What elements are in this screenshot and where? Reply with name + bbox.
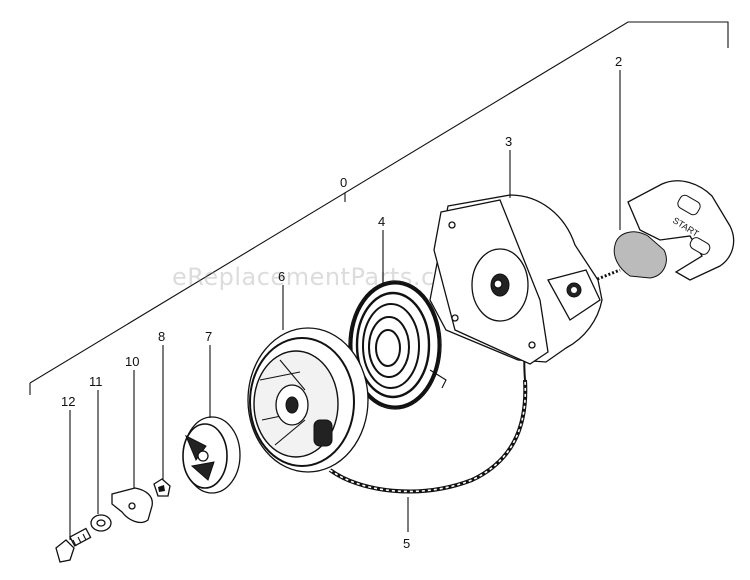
watermark-text: eReplacementParts.com bbox=[172, 263, 474, 291]
callout-12: 12 bbox=[61, 394, 75, 409]
spring-clip-part bbox=[111, 487, 153, 524]
callout-6: 6 bbox=[278, 269, 285, 284]
callout-8: 8 bbox=[158, 329, 165, 344]
callout-2: 2 bbox=[615, 54, 622, 69]
pawl-plate-part bbox=[182, 416, 241, 494]
callout-11: 11 bbox=[89, 374, 103, 389]
leader-lines bbox=[69, 70, 621, 540]
assembly-bracket bbox=[29, 21, 729, 395]
callout-10: 10 bbox=[125, 354, 139, 369]
callout-5: 5 bbox=[403, 536, 410, 551]
starter-case-part bbox=[429, 194, 603, 365]
callout-4: 4 bbox=[378, 214, 385, 229]
callout-3: 3 bbox=[505, 134, 512, 149]
pawl-part bbox=[153, 478, 171, 497]
callout-7: 7 bbox=[205, 329, 212, 344]
washer-part bbox=[90, 514, 112, 532]
starter-handle-part: START bbox=[613, 180, 735, 281]
recoil-spring-part bbox=[348, 280, 447, 410]
screw-part bbox=[55, 527, 92, 563]
rope-reel-part bbox=[247, 327, 369, 473]
callout-0: 0 bbox=[340, 175, 347, 190]
